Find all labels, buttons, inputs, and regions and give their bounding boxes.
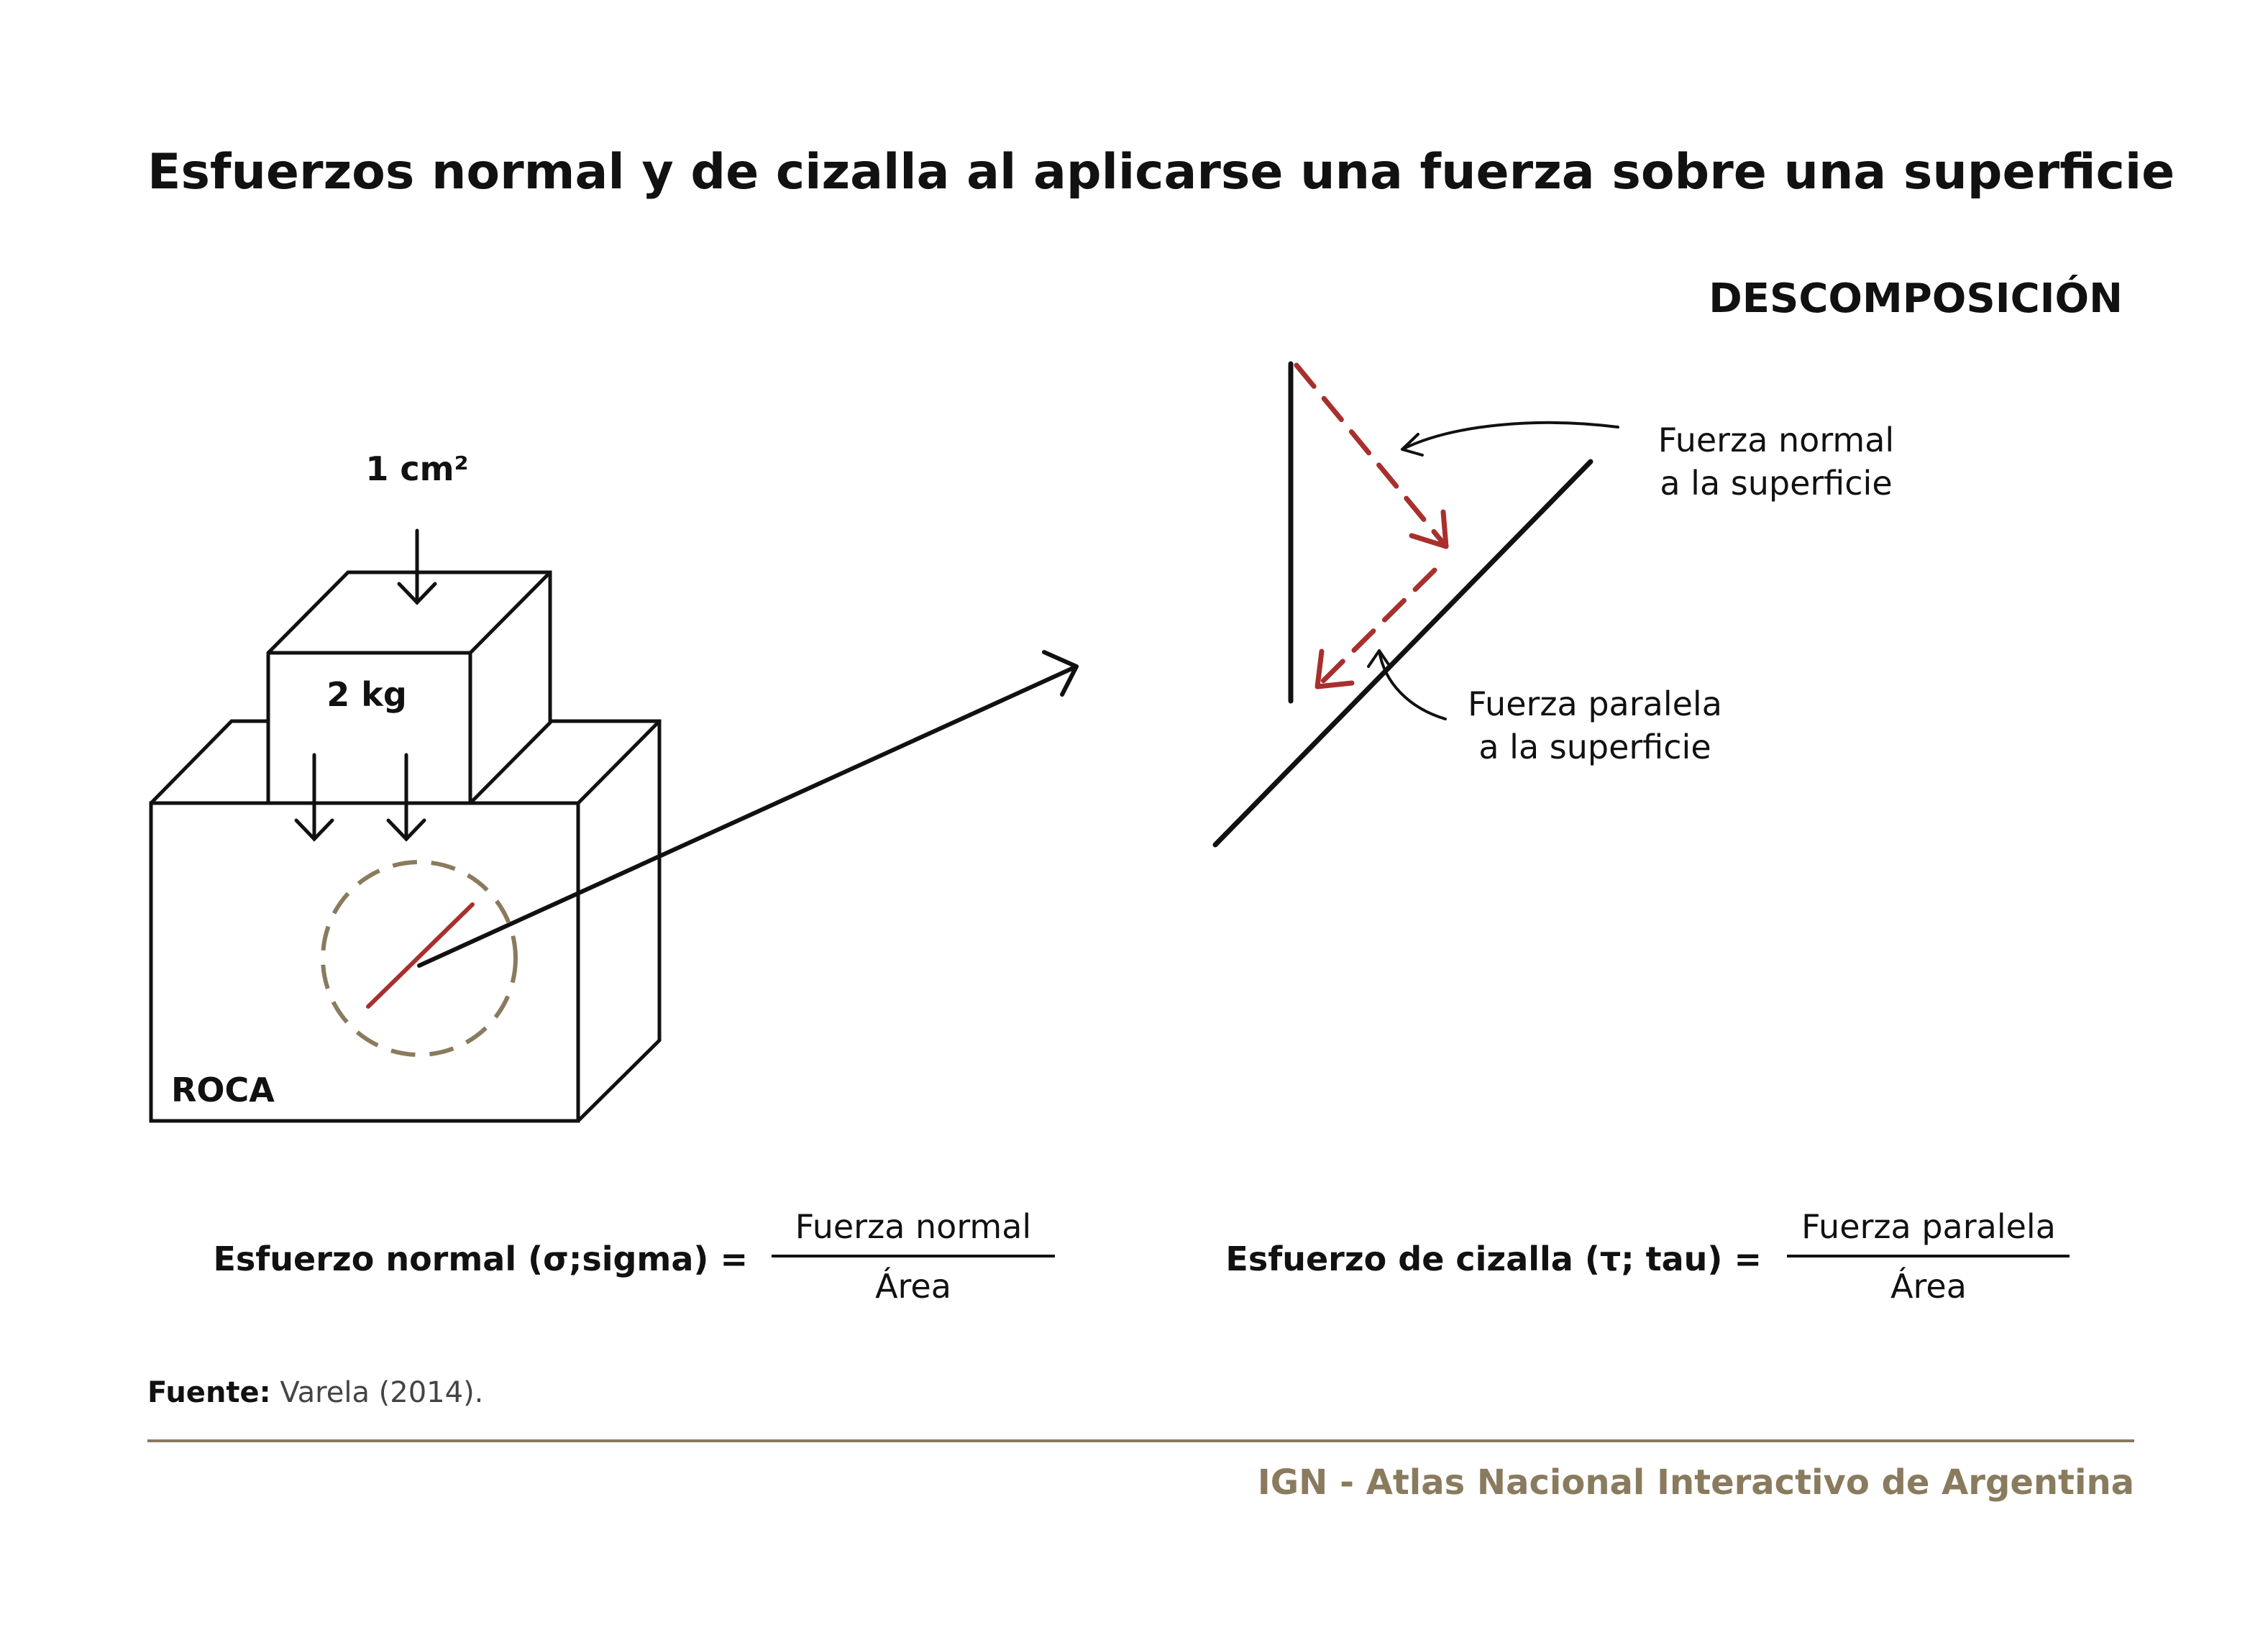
normal-stress-lhs: Esfuerzo normal (σ;sigma) =	[213, 1240, 748, 1278]
footer-credit: IGN - Atlas Nacional Interactivo de Arge…	[1258, 1462, 2134, 1503]
parallel-label-pointer	[1367, 649, 1447, 720]
normal-stress-denominator: Área	[875, 1267, 951, 1306]
shear-stress-denominator: Área	[1890, 1267, 1967, 1306]
parallel-force-label-line2: a la superficie	[1478, 728, 1711, 766]
rock-label: ROCA	[171, 1071, 275, 1109]
applied-force-arrow	[397, 528, 437, 605]
shear-stress-numerator: Fuerza paralela	[1801, 1207, 2056, 1246]
transmitted-force-arrow-left	[294, 753, 334, 842]
normal-force-label: Fuerza normal	[1658, 421, 1894, 459]
parallel-force-arrow	[1314, 567, 1437, 690]
weight-cube	[266, 570, 552, 805]
normal-label-pointer	[1401, 421, 1619, 457]
normal-force-arrow	[1294, 362, 1449, 549]
parallel-force-label: Fuerza paralela	[1468, 684, 1722, 723]
page-title: Esfuerzos normal y de cizalla al aplicar…	[147, 144, 2175, 201]
zoom-connector-arrow	[417, 650, 1079, 968]
shear-stress-lhs: Esfuerzo de cizalla (τ; tau) =	[1225, 1240, 1762, 1278]
inclined-surface-line	[1212, 459, 1593, 848]
source-note: Fuente: Varela (2014).	[147, 1376, 483, 1409]
source-text: Varela (2014).	[271, 1376, 484, 1409]
mass-label: 2 kg	[326, 675, 407, 714]
area-label: 1 cm²	[365, 449, 468, 488]
normal-force-label-line2: a la superficie	[1660, 464, 1892, 503]
normal-stress-formula: Esfuerzo normal (σ;sigma) = Fuerza norma…	[213, 1207, 1055, 1306]
section-heading: DESCOMPOSICIÓN	[1709, 275, 2123, 322]
normal-stress-numerator: Fuerza normal	[795, 1207, 1031, 1246]
transmitted-force-arrow-right	[386, 753, 426, 842]
source-prefix: Fuente:	[147, 1376, 271, 1409]
zoom-circle	[321, 860, 518, 1057]
surface-plane-line	[366, 902, 475, 1009]
shear-stress-formula: Esfuerzo de cizalla (τ; tau) = Fuerza pa…	[1225, 1207, 2070, 1306]
